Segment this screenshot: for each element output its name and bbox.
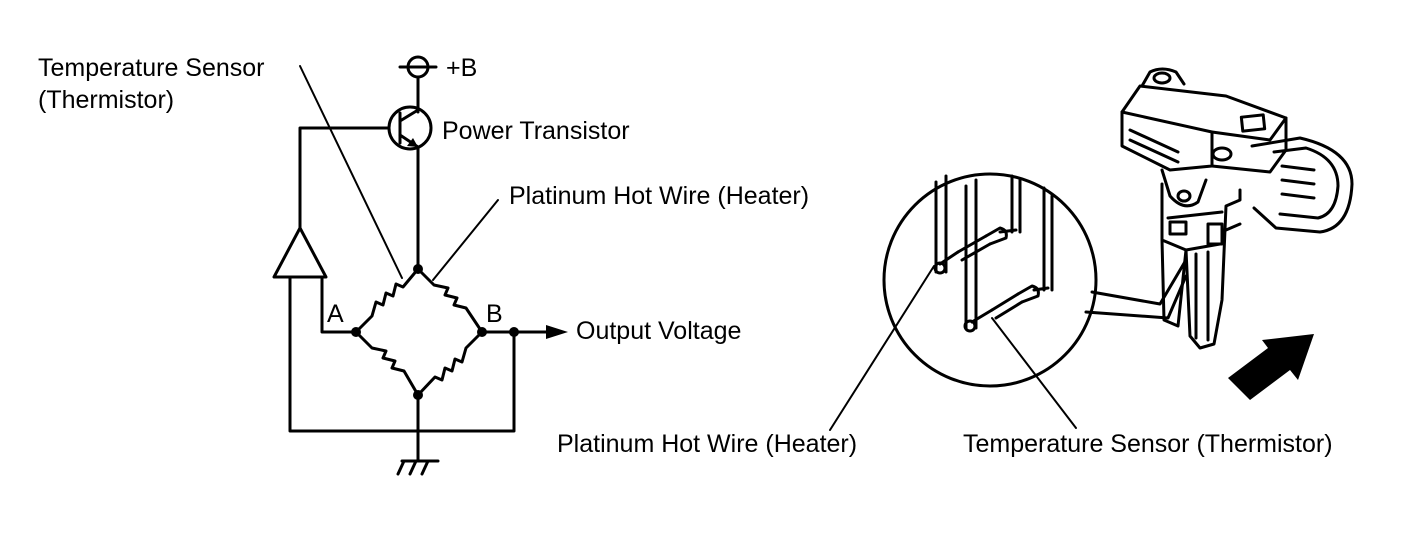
hot-wire-leader [432,199,499,281]
temp-sensor-label: Temperature Sensor [38,54,265,82]
thermistor-detail-label: Temperature Sensor (Thermistor) [963,430,1333,458]
supply-label: +B [446,54,478,82]
bridge-circuit [272,55,568,476]
air-flow-meter-body [1120,67,1354,350]
node-a-wire [320,275,358,334]
callout-line-lower [1084,274,1188,320]
hot-wire-detail-label: Platinum Hot Wire (Heater) [557,430,858,458]
sensor-detail [829,67,1354,431]
hot-wire-label: Platinum Hot Wire (Heater) [509,182,810,210]
output-arrow [546,325,568,339]
node-b-label: B [486,300,503,328]
hot-wire-detail-leader [829,265,935,431]
junction-bottom [413,390,423,400]
magnifier-circle [882,172,1098,388]
temp-sensor-sublabel: (Thermistor) [38,86,175,114]
bridge-resistor-top-right [416,267,484,334]
thermistor-detail-leader [991,317,1077,429]
node-a-label: A [327,300,344,328]
junction-a [351,327,361,337]
air-flow-arrow [1228,334,1314,400]
temp-sensor-leader [299,65,403,279]
junction-top [413,264,423,274]
base-wire [298,126,391,230]
junction-b [477,327,487,337]
feedback-loop-wire [288,275,516,433]
thermistor-element [963,178,1054,333]
bridge-resistor-bottom-right [416,330,484,397]
bridge-resistor-top-left [354,267,420,334]
supply-terminal-symbol [398,55,438,79]
bridge-resistor-bottom-left [354,330,420,397]
output-voltage-label: Output Voltage [576,317,742,345]
junction-output [509,327,519,337]
callout-line-upper [1090,258,1188,306]
power-transistor-symbol [387,105,433,151]
ground-symbol [396,459,440,476]
op-amp-symbol [272,226,328,279]
power-transistor-label: Power Transistor [442,117,630,145]
